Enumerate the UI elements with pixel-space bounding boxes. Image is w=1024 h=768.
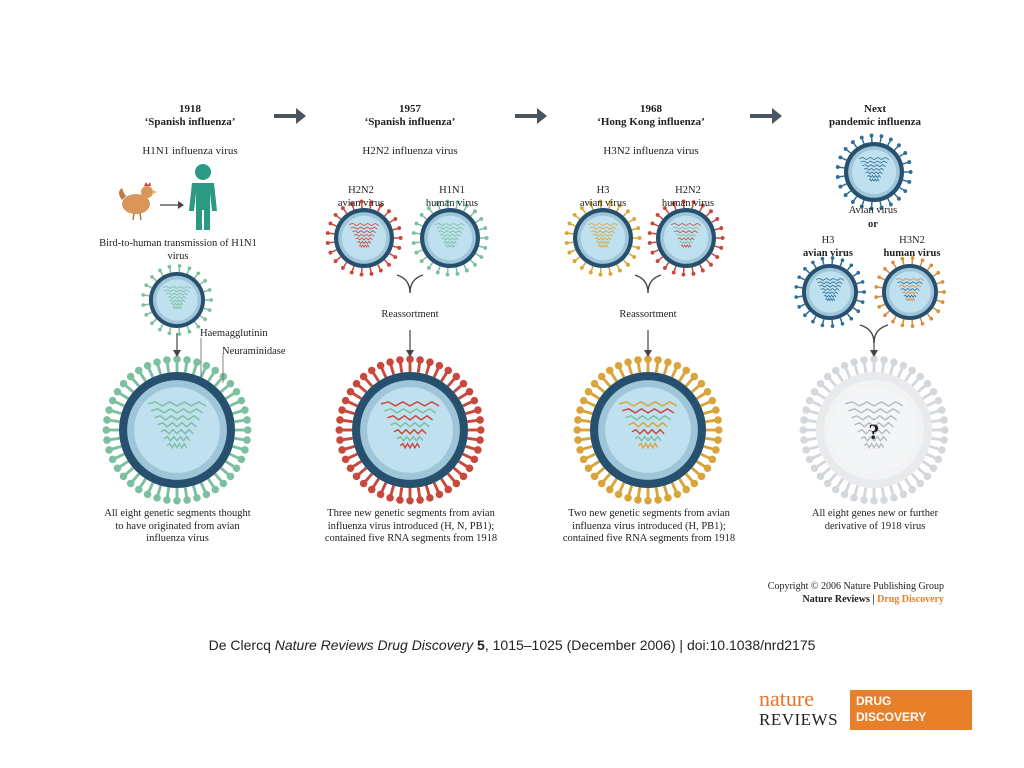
col2-parent-b-host: human virus <box>425 197 479 209</box>
transmission-arrow <box>160 201 184 209</box>
col4-parent-a-label: H3 avian virus <box>790 235 866 260</box>
citation-rest: , 1015–1025 (December 2006) | doi:10.103… <box>484 637 816 653</box>
human-icon <box>189 164 217 230</box>
col3-subtype: H3N2 influenza virus <box>603 145 699 157</box>
col2-merge-connector <box>396 274 424 294</box>
col2-header: 1957 ‘Spanish influenza’ <box>340 103 480 129</box>
col2-parent-a-host: avian virus <box>337 197 385 209</box>
col3-parent-a-host: avian virus <box>579 197 627 209</box>
col3-down-arrow <box>644 330 652 357</box>
col3-year: 1968 <box>640 103 662 115</box>
virus-next-h3n2-human <box>874 256 946 328</box>
copyright-text: Copyright © 2006 Nature Publishing Group <box>767 581 944 592</box>
virus-1957-large <box>335 355 485 505</box>
col4-parent-b-subtype: H3N2 <box>899 235 925 246</box>
col2-parent-b-subtype: H1N1 <box>439 185 465 196</box>
journal-name: Nature Reviews <box>802 594 870 605</box>
col4-parent-b-host: human virus <box>883 247 941 259</box>
col4-header: Next pandemic influenza <box>805 103 945 129</box>
virus-h2n2-human <box>647 199 725 277</box>
citation-caption: De Clercq Nature Reviews Drug Discovery … <box>0 637 1024 653</box>
logo-drug-discovery-box: DRUG DISCOVERY <box>850 690 972 730</box>
virus-h2n2-avian <box>325 199 403 277</box>
citation-journal: Nature Reviews Drug Discovery <box>274 637 474 653</box>
col1-header: 1918 ‘Spanish influenza’ <box>120 103 260 129</box>
col2-description: Three new genetic segments from avian in… <box>324 508 498 544</box>
logo-discovery: DISCOVERY <box>856 710 927 724</box>
col3-parent-a-label: H3 avian virus <box>568 185 638 210</box>
logo-drug: DRUG <box>856 694 892 708</box>
nature-reviews-logo: nature REVIEWS DRUG DISCOVERY <box>757 686 972 732</box>
col4-or-label: or <box>868 219 878 230</box>
timeline-arrow-3 <box>750 108 782 124</box>
col3-description: Two new genetic segments from avian infl… <box>562 508 736 544</box>
col1-name: ‘Spanish influenza’ <box>144 116 236 128</box>
col1-description: All eight genetic segments thought to ha… <box>104 508 251 544</box>
chicken-icon <box>119 182 157 221</box>
virus-1918-large <box>102 355 252 505</box>
logo-reviews: REVIEWS <box>759 710 839 729</box>
virus-next-avian <box>835 133 913 211</box>
timeline-arrow-1 <box>274 108 306 124</box>
col2-parent-a-label: H2N2 avian virus <box>326 185 396 210</box>
col4-description: All eight genes new or further derivativ… <box>811 508 939 532</box>
unknown-mark: ? <box>868 419 880 444</box>
col2-subtype: H2N2 influenza virus <box>362 145 458 157</box>
logo-nature: nature <box>759 686 814 711</box>
col3-name: ‘Hong Kong influenza’ <box>597 116 705 128</box>
virus-next-unknown <box>799 355 949 505</box>
col2-down-arrow <box>406 330 414 357</box>
col1-year: 1918 <box>179 103 201 115</box>
col2-process: Reassortment <box>381 309 439 320</box>
copyright-block: Copyright © 2006 Nature Publishing Group… <box>700 580 944 606</box>
col2-year: 1957 <box>399 103 421 115</box>
virus-h3-avian <box>564 199 642 277</box>
col3-process: Reassortment <box>619 309 677 320</box>
logo-wordmark: nature REVIEWS <box>757 686 849 732</box>
col4-name: pandemic influenza <box>829 116 921 128</box>
timeline-arrow-2 <box>515 108 547 124</box>
col3-parent-b-subtype: H2N2 <box>675 185 701 196</box>
virus-1918-avian <box>141 264 213 336</box>
col3-parent-b-label: H2N2 human virus <box>648 185 728 210</box>
col4-parent-a-host: avian virus <box>803 247 853 259</box>
col4-parent-a-subtype: H3 <box>821 235 835 246</box>
col4-avian-label: Avian virus <box>848 205 898 216</box>
virus-next-h3-avian <box>794 256 866 328</box>
col2-parent-a-subtype: H2N2 <box>348 185 374 196</box>
col1-down-arrow <box>173 333 181 357</box>
col3-header: 1968 ‘Hong Kong influenza’ <box>576 103 726 129</box>
journal-line: Nature Reviews | Drug Discovery <box>700 593 944 606</box>
col2-name: ‘Spanish influenza’ <box>364 116 456 128</box>
virus-1968-large <box>573 355 723 505</box>
journal-sep: | <box>869 594 878 605</box>
col1-subtype: H1N1 influenza virus <box>142 145 238 157</box>
col1-transmission: Bird-to-human transmission of H1N1 virus <box>99 238 257 262</box>
journal-section: Drug Discovery <box>877 594 944 605</box>
virus-h1n1-human <box>411 199 489 277</box>
col4-parent-b-label: H3N2 human virus <box>872 235 952 260</box>
citation-volume: 5 <box>477 637 485 653</box>
col4-year: Next <box>864 103 886 115</box>
col4-merge-connector <box>859 324 889 344</box>
col3-parent-b-host: human virus <box>661 197 715 209</box>
col3-merge-connector <box>634 274 662 294</box>
neuraminidase-label: Neuraminidase <box>222 346 286 357</box>
citation-author: De Clercq <box>208 637 275 653</box>
haemagglutinin-label: Haemagglutinin <box>200 328 268 339</box>
col2-parent-b-label: H1N1 human virus <box>412 185 492 210</box>
col3-parent-a-subtype: H3 <box>596 185 610 196</box>
